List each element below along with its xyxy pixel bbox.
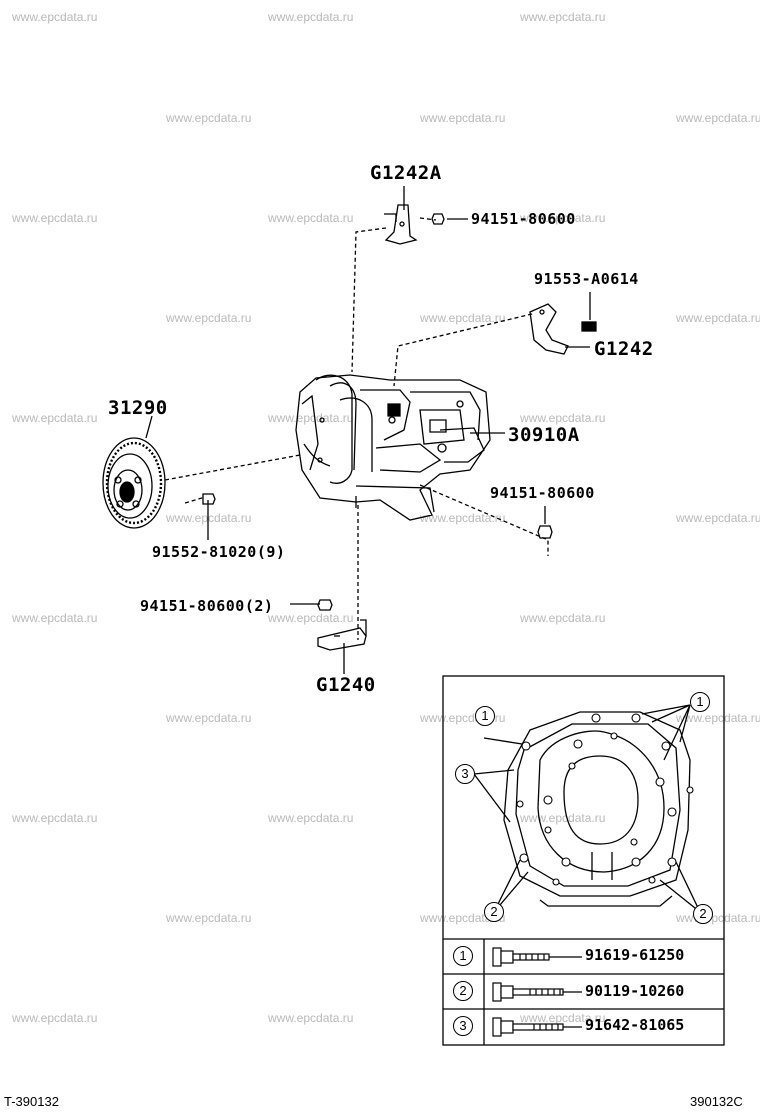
watermark: www.epcdata.ru xyxy=(520,811,606,825)
dashed-guide-lines xyxy=(164,217,549,640)
table-key-3: 3 xyxy=(453,1016,473,1036)
g1240-mount xyxy=(317,619,367,651)
label-g1242: G1242 xyxy=(594,338,654,360)
table-key-1: 1 xyxy=(453,946,473,966)
watermark: www.epcdata.ru xyxy=(166,711,252,725)
inset-frame xyxy=(442,675,725,1046)
callout-1: 1 xyxy=(475,706,495,726)
label-94151-mid: 94151-80600 xyxy=(490,484,595,502)
footer-left-code: T-390132 xyxy=(4,1094,59,1109)
watermark: www.epcdata.ru xyxy=(420,111,506,125)
callout-2: 2 xyxy=(693,904,713,924)
table-key-2: 2 xyxy=(453,981,473,1001)
watermark: www.epcdata.ru xyxy=(12,411,98,425)
watermark: www.epcdata.ru xyxy=(12,611,98,625)
nut-94151-top xyxy=(431,213,445,225)
watermark: www.epcdata.ru xyxy=(420,311,506,325)
watermark: www.epcdata.ru xyxy=(676,711,760,725)
watermark: www.epcdata.ru xyxy=(268,411,354,425)
label-94151-top: 94151-80600 xyxy=(471,210,576,228)
watermark: www.epcdata.ru xyxy=(166,511,252,525)
callout-1: 1 xyxy=(690,692,710,712)
table-part-1: 91619-61250 xyxy=(585,946,685,964)
drive-plate-31290 xyxy=(102,437,166,529)
label-31290: 31290 xyxy=(108,397,168,419)
watermark: www.epcdata.ru xyxy=(420,511,506,525)
bell-housing-drawing xyxy=(473,704,701,913)
label-91553: 91553-A0614 xyxy=(534,270,639,288)
watermark: www.epcdata.ru xyxy=(166,111,252,125)
label-g1240: G1240 xyxy=(316,674,376,696)
watermark: www.epcdata.ru xyxy=(520,10,606,24)
watermark: www.epcdata.ru xyxy=(676,511,760,525)
bolt-91552 xyxy=(202,493,216,505)
callout-3: 3 xyxy=(455,764,475,784)
watermark: www.epcdata.ru xyxy=(12,1011,98,1025)
transmission-assembly-30910a xyxy=(295,374,491,521)
nut-94151-low xyxy=(317,599,333,611)
watermark: www.epcdata.ru xyxy=(166,911,252,925)
g1242a-bracket xyxy=(384,204,418,245)
footer-right-code: 390132C xyxy=(690,1094,743,1109)
watermark: www.epcdata.ru xyxy=(520,1011,606,1025)
watermark: www.epcdata.ru xyxy=(520,611,606,625)
watermark: www.epcdata.ru xyxy=(268,811,354,825)
g1242-bracket xyxy=(529,303,569,355)
watermark: www.epcdata.ru xyxy=(166,311,252,325)
watermark: www.epcdata.ru xyxy=(12,211,98,225)
label-30910a: 30910A xyxy=(508,424,580,446)
watermark: www.epcdata.ru xyxy=(676,111,760,125)
watermark: www.epcdata.ru xyxy=(520,211,606,225)
bolt-icon-1 xyxy=(492,947,582,967)
watermark: www.epcdata.ru xyxy=(268,1011,354,1025)
watermark: www.epcdata.ru xyxy=(12,811,98,825)
bolt-icons xyxy=(492,947,582,1037)
callout-2: 2 xyxy=(484,902,504,922)
label-94151-low: 94151-80600(2) xyxy=(140,597,274,615)
watermark: www.epcdata.ru xyxy=(268,211,354,225)
bolt-icon-3 xyxy=(492,1017,582,1037)
watermark: www.epcdata.ru xyxy=(268,10,354,24)
watermark: www.epcdata.ru xyxy=(676,311,760,325)
watermark: www.epcdata.ru xyxy=(268,611,354,625)
table-part-2: 90119-10260 xyxy=(585,982,685,1000)
nut-94151-mid xyxy=(537,525,553,539)
bolt-icon-2 xyxy=(492,982,582,1002)
label-g1242a: G1242A xyxy=(370,162,442,184)
watermark: www.epcdata.ru xyxy=(12,10,98,24)
label-91552: 91552-81020(9) xyxy=(152,543,286,561)
bolt-91553 xyxy=(581,321,597,332)
table-part-3: 91642-81065 xyxy=(585,1016,685,1034)
watermark: www.epcdata.ru xyxy=(520,411,606,425)
